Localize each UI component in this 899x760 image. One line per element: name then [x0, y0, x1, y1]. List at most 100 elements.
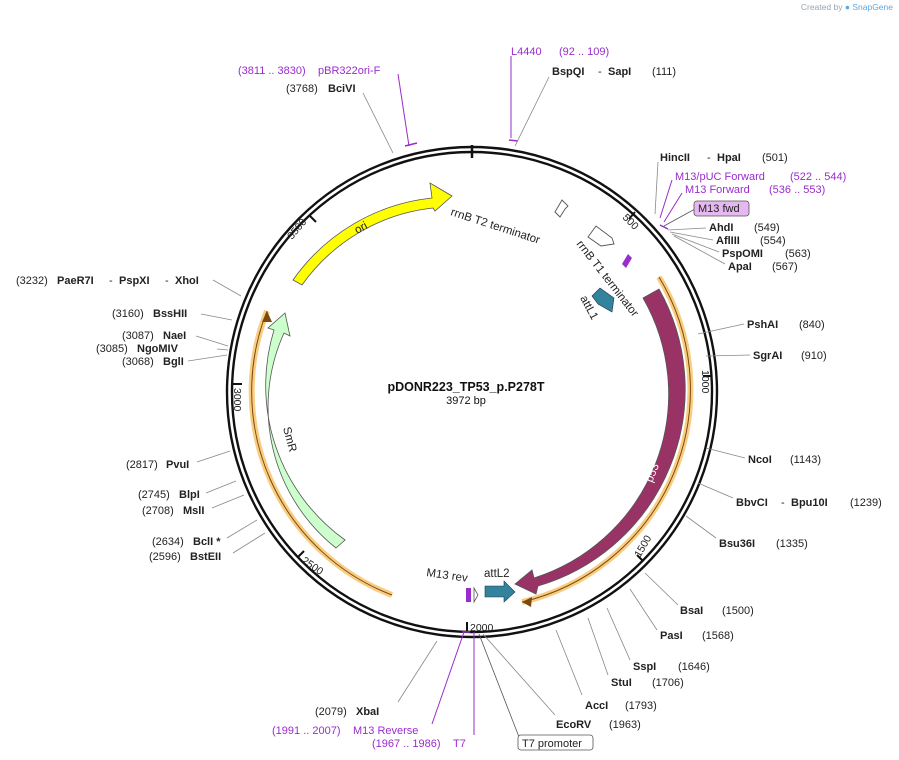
svg-text:2500: 2500: [299, 555, 325, 578]
primer-pbr322ori-f[interactable]: (3811 .. 3830) pBR322ori-F: [238, 65, 418, 147]
site-bsu36i[interactable]: Bsu36I (1335): [685, 515, 808, 550]
smr-label: SmR: [280, 426, 298, 454]
svg-text:SspI: SspI: [633, 661, 656, 673]
site-sgrai[interactable]: SgrAI (910): [705, 350, 827, 362]
tick-3000: 3000: [231, 383, 243, 412]
pbr-range: (3811 .. 3830): [238, 65, 306, 77]
site-ahdi[interactable]: AhdI (549): [667, 222, 780, 234]
svg-text:(3087): (3087): [122, 330, 154, 342]
svg-text:Bsu36I: Bsu36I: [719, 538, 755, 550]
primer-m13-reverse[interactable]: (1991 .. 2007) M13 Reverse: [272, 631, 470, 737]
svg-text:(2708): (2708): [142, 505, 174, 517]
p53-feature: [514, 288, 686, 595]
plasmid-length: 3972 bp: [446, 395, 486, 407]
svg-text:(1239): (1239): [850, 497, 882, 509]
primer-l4440[interactable]: L4440 (92 .. 109): [508, 46, 609, 142]
svg-text:-: -: [598, 66, 602, 78]
site-bsteii[interactable]: (2596) BstEII: [149, 532, 266, 563]
snapgene-logo: ●: [844, 2, 850, 12]
svg-text:HpaI: HpaI: [717, 152, 741, 164]
primer-m13-forward[interactable]: M13 Forward (536 .. 553): [659, 184, 825, 230]
svg-text:BssHII: BssHII: [153, 308, 187, 320]
svg-text:M13 Forward: M13 Forward: [685, 184, 750, 196]
svg-text:(3232): (3232): [16, 275, 48, 287]
svg-text:M13 Reverse: M13 Reverse: [353, 725, 418, 737]
m13-rev-primer-arrow: [466, 588, 471, 602]
svg-text:AflIII: AflIII: [716, 235, 740, 247]
svg-text:StuI: StuI: [611, 677, 632, 689]
svg-text:ApaI: ApaI: [728, 261, 752, 273]
site-bcli[interactable]: (2634) BclI *: [152, 519, 258, 548]
pbr-name: pBR322ori-F: [318, 65, 381, 77]
svg-text:BstEII: BstEII: [190, 551, 221, 563]
site-psp-omi[interactable]: PspOMI (563): [671, 233, 811, 260]
svg-text:(2634): (2634): [152, 536, 184, 548]
svg-text:2000: 2000: [470, 622, 494, 634]
svg-text:NcoI: NcoI: [748, 454, 772, 466]
bcivi-pos: (3768): [286, 83, 318, 95]
svg-text:(522 .. 544): (522 .. 544): [790, 171, 846, 183]
site-ecorv[interactable]: EcoRV (1963): [482, 633, 641, 731]
site-bsshii[interactable]: (3160) BssHII: [112, 308, 233, 321]
svg-text:T7: T7: [453, 738, 466, 750]
svg-text:EcoRV: EcoRV: [556, 719, 592, 731]
svg-text:Bpu10I: Bpu10I: [791, 497, 828, 509]
site-bcivi[interactable]: (3768) BciVI: [286, 83, 394, 154]
watermark-prefix: Created by: [800, 2, 843, 12]
site-bgli[interactable]: (3068) BglI: [122, 354, 228, 368]
svg-text:NgoMIV: NgoMIV: [137, 343, 179, 355]
site-blpi[interactable]: (2745) BlpI: [138, 480, 237, 501]
svg-text:(3068): (3068): [122, 356, 154, 368]
site-apai[interactable]: ApaI (567): [673, 235, 798, 273]
primer-t7[interactable]: (1967 .. 1986) T7: [372, 632, 475, 750]
svg-text:(1793): (1793): [625, 700, 657, 712]
site-ngomiv[interactable]: (3085) NgoMIV: [96, 343, 229, 355]
site-pasi[interactable]: PasI (1568): [629, 588, 734, 642]
site-paer7i-pspxi-xhoi[interactable]: (3232) PaeR7I - PspXI - XhoI: [16, 275, 242, 297]
site-acci[interactable]: AccI (1793): [555, 629, 657, 712]
watermark-brand: SnapGene: [852, 2, 893, 12]
site-bbvci-bpu10i[interactable]: BbvCI - Bpu10I (1239): [697, 482, 882, 509]
site-msli[interactable]: (2708) MslI: [142, 494, 245, 517]
svg-text:AccI: AccI: [585, 700, 608, 712]
svg-text:(1335): (1335): [776, 538, 808, 550]
site-afliii[interactable]: AflIII (554): [669, 231, 786, 247]
svg-text:1000: 1000: [699, 370, 711, 394]
ori-label: ori: [353, 220, 370, 237]
site-stui[interactable]: StuI (1706): [587, 617, 684, 689]
rrnb-t1-terminator-feature: [587, 225, 615, 247]
svg-text:(1963): (1963): [609, 719, 641, 731]
site-ncoi[interactable]: NcoI (1143): [705, 447, 821, 466]
plasmid-name: pDONR223_TP53_p.P278T: [387, 380, 544, 394]
svg-text:(2745): (2745): [138, 489, 170, 501]
svg-text:(1500): (1500): [722, 605, 754, 617]
site-xbai[interactable]: (2079) XbaI: [315, 640, 438, 718]
p53-orf-line: [521, 276, 691, 603]
tick-500: 500: [620, 211, 641, 233]
svg-text:(549): (549): [754, 222, 780, 234]
primer-m13-puc-forward[interactable]: M13/pUC Forward (522 .. 544): [659, 171, 846, 219]
site-naei[interactable]: (3087) NaeI: [122, 330, 229, 347]
site-pvui[interactable]: (2817) PvuI: [126, 450, 231, 471]
m13-fwd-feature-tag[interactable]: M13 fwd: [663, 200, 750, 227]
site-bsai[interactable]: BsaI (1500): [644, 572, 754, 617]
svg-text:-: -: [781, 497, 785, 509]
rrnb-t2-label: rrnB T2 terminator: [449, 206, 541, 246]
site-bspqi-sapi[interactable]: BspQI - SapI (111): [514, 66, 676, 147]
svg-text:3000: 3000: [231, 388, 243, 412]
snapgene-watermark: Created by ● SnapGene: [801, 2, 893, 12]
svg-text:-: -: [707, 152, 711, 164]
svg-text:BbvCI: BbvCI: [736, 497, 768, 509]
svg-text:(2596): (2596): [149, 551, 181, 563]
m13-rev-label: M13 rev: [426, 567, 469, 585]
site-pshai[interactable]: PshAI (840): [697, 319, 825, 335]
svg-text:(554): (554): [760, 235, 786, 247]
t7-promoter-tag[interactable]: T7 promoter: [478, 633, 594, 751]
m13-fwd-label: M13 fwd: [698, 203, 740, 215]
svg-text:500: 500: [620, 212, 641, 233]
svg-text:PshAI: PshAI: [747, 319, 778, 331]
svg-text:(501): (501): [762, 152, 788, 164]
site-hincii-hpai[interactable]: HincII - HpaI (501): [654, 152, 788, 215]
site-sspi[interactable]: SspI (1646): [606, 607, 710, 673]
svg-text:(1646): (1646): [678, 661, 710, 673]
